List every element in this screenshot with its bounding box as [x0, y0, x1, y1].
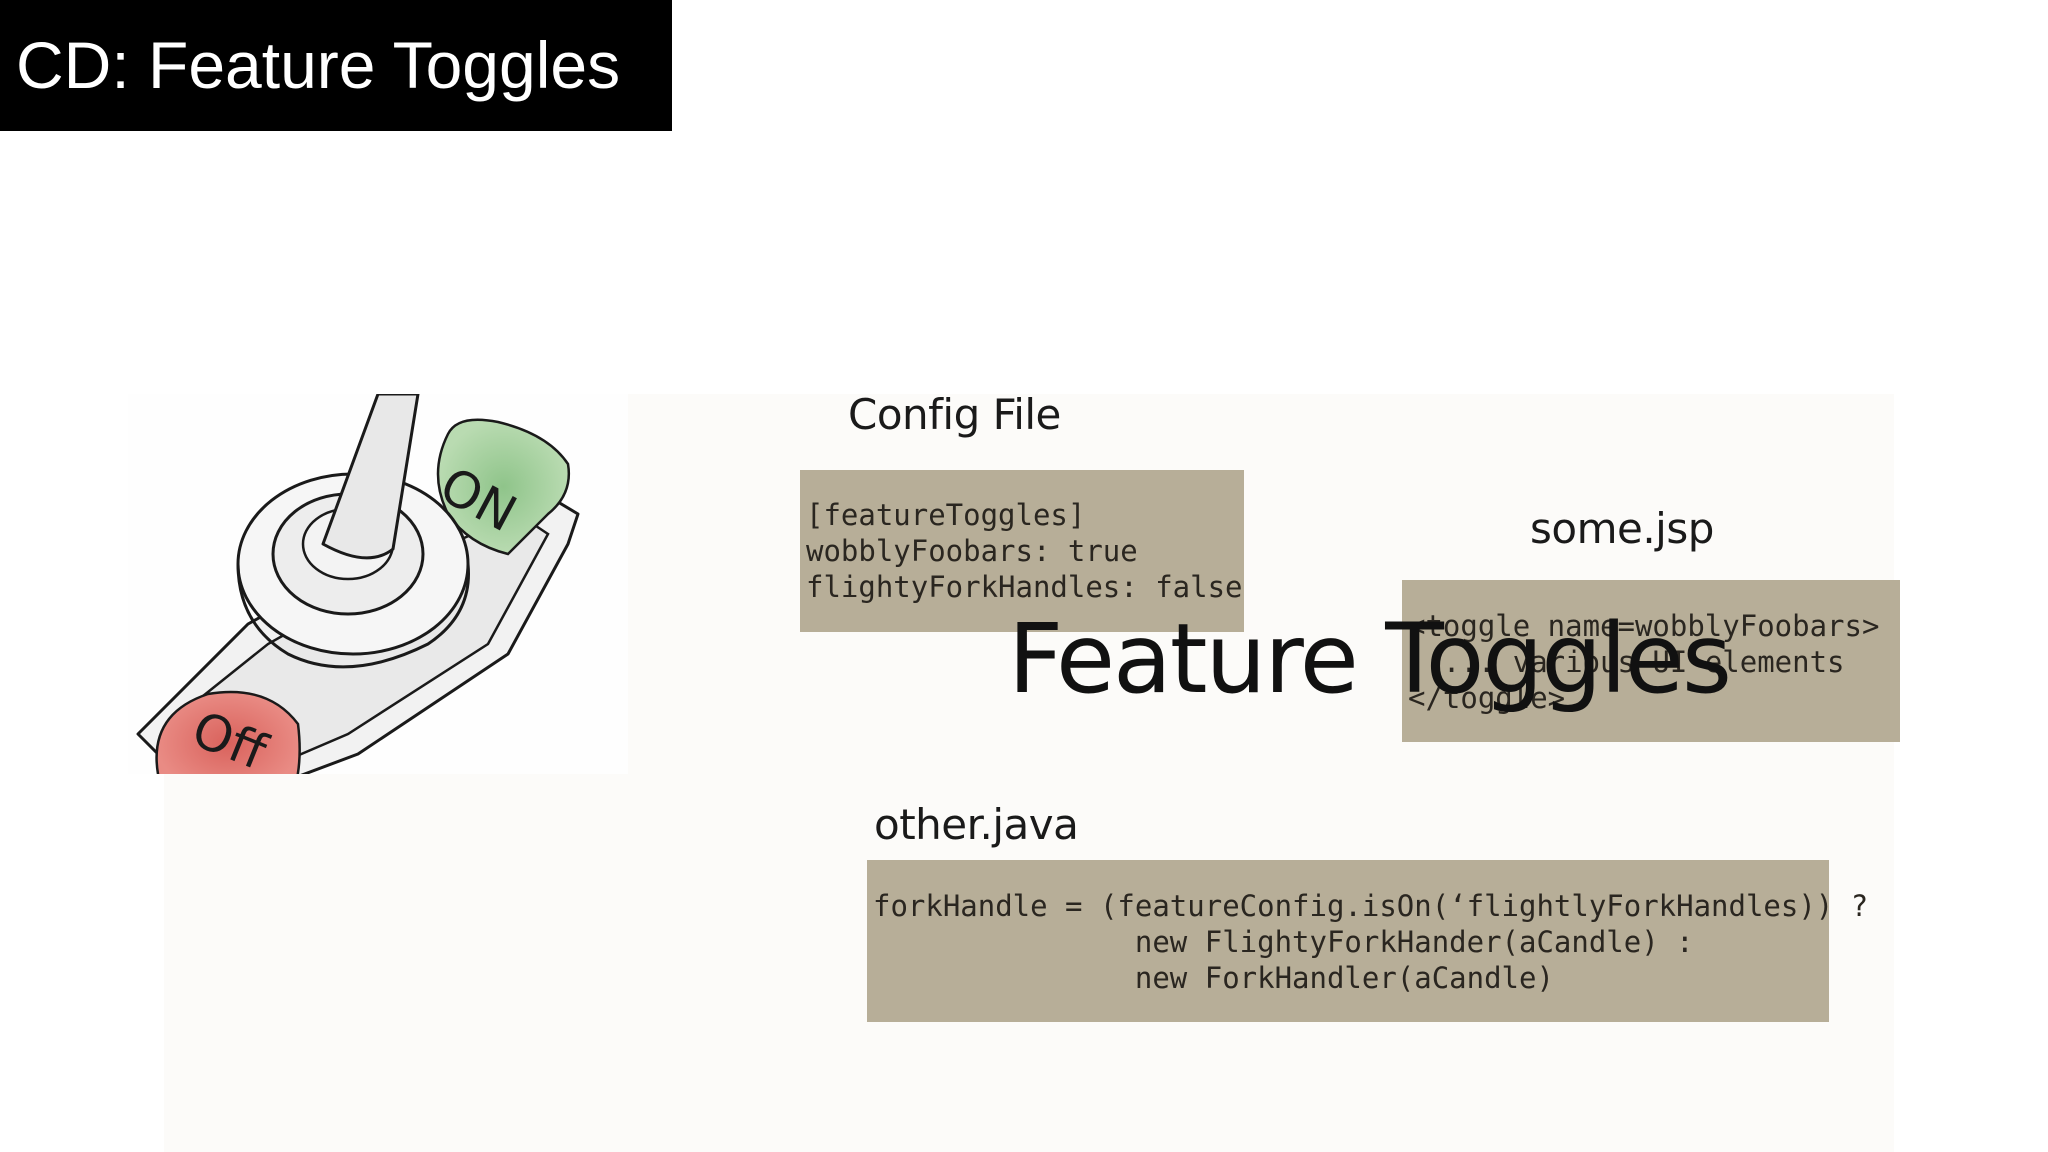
some-jsp-line-1: <toggle name=wobblyFoobars> [1408, 609, 1880, 643]
some-jsp-heading: some.jsp [1530, 504, 1714, 553]
config-file-line-1: [featureToggles] [806, 498, 1086, 532]
config-file-line-2: wobblyFoobars: true [806, 534, 1138, 568]
config-file-line-3: flightyForkHandles: false [806, 570, 1243, 604]
config-file-code-block: [featureToggles] wobblyFoobars: true fli… [800, 470, 1244, 632]
some-jsp-line-2: ... various UI elements [1408, 645, 1845, 679]
off-button-shape [155, 690, 301, 774]
other-java-line-1: forkHandle = (featureConfig.isOn(‘flight… [873, 889, 1869, 923]
some-jsp-code-block: <toggle name=wobblyFoobars> ... various … [1402, 580, 1900, 742]
feature-toggles-overlay-text: Feature Toggles [1008, 603, 1732, 715]
some-jsp-line-3: </toggle> [1408, 681, 1566, 715]
toggle-switch-illustration: ON Off [128, 394, 628, 774]
other-java-code-block: forkHandle = (featureConfig.isOn(‘flight… [867, 860, 1869, 1022]
other-java-line-3: new ForkHandler(aCandle) [873, 961, 1554, 995]
other-java-heading: other.java [874, 800, 1079, 849]
slide-title: CD: Feature Toggles [0, 0, 672, 131]
on-button-shape [436, 418, 571, 556]
config-file-heading: Config File [848, 390, 1061, 439]
other-java-line-2: new FlightyForkHander(aCandle) : [873, 925, 1694, 959]
